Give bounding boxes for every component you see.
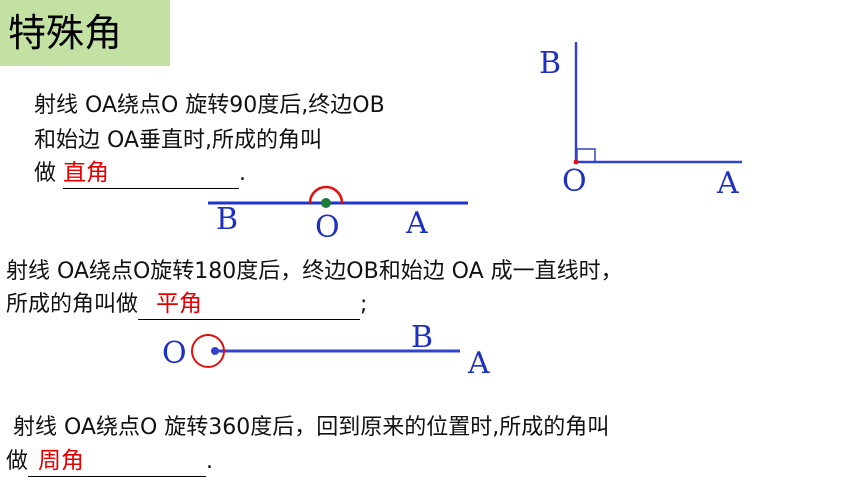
label-b-right: B [539,46,562,81]
para1-line3-suffix: . [239,161,246,186]
answer-blank-2: 平角 [138,291,361,320]
label-o-right: O [562,164,587,199]
para3-line2-prefix: 做 [6,449,29,474]
label-o-straight: O [315,210,340,245]
straight-angle-figure [208,185,468,208]
para1-line3-prefix: 做 [34,161,63,186]
para2-line2: 所成的角叫做平角; [6,289,367,320]
label-b-full: B [411,320,434,355]
full-angle-circle [191,334,225,368]
label-a-full: A [468,346,490,381]
page-title: 特殊角 [8,11,123,55]
answer-full-angle: 周角 [38,448,85,474]
para1-line3: 做 直角. [34,158,246,189]
answer-straight-angle: 平角 [156,291,203,317]
para1-line1: 射线 OA绕点O 旋转90度后,终边OB [20,93,385,118]
vertex-dot [573,159,579,165]
para1-line2: 和始边 OA垂直时,所成的角叫 [34,128,322,153]
answer-right-angle: 直角 [63,160,109,186]
para2-line2-prefix: 所成的角叫做 [6,292,139,317]
label-b-straight: B [216,202,239,237]
full-angle-figure [191,334,460,368]
answer-blank-3: 周角 [28,448,207,477]
vertex-dot [211,347,219,355]
right-angle-figure [573,42,742,165]
straight-angle-arc [308,185,344,204]
para3-line1: 射线 OA绕点O 旋转360度后，回到原来的位置时,所成的角叫 [6,415,610,440]
vertex-dot [321,198,331,208]
label-a-right: A [717,166,739,201]
para3-line2: 做周角. [6,446,213,477]
title-banner: 特殊角 [0,0,170,66]
para2-line2-suffix: ; [360,292,368,317]
para2-line1: 射线 OA绕点O旋转180度后，终边OB和始边 OA 成一直线时， [6,259,623,284]
right-angle-marker [576,148,596,163]
label-a-straight: A [406,206,428,241]
label-o-full: O [162,336,187,371]
answer-blank-1: 直角 [63,160,239,189]
para3-line2-suffix: . [206,449,214,474]
